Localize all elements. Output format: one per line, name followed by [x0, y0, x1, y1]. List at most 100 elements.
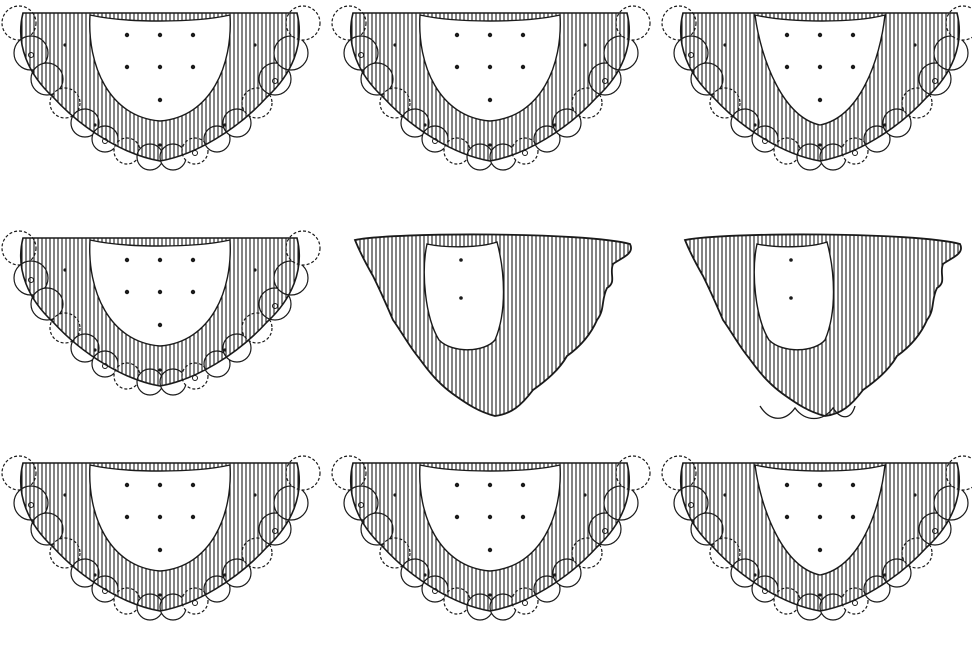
- palate-dot: [818, 548, 822, 552]
- palate-dot: [455, 483, 459, 487]
- palate-dot: [785, 515, 789, 519]
- palate-dot: [125, 65, 129, 69]
- hatch-dot: [488, 143, 491, 146]
- palate-dot: [455, 515, 459, 519]
- arch-panel-r3c3: [662, 456, 972, 620]
- palate-dot: [851, 483, 855, 487]
- palate-dot: [488, 483, 492, 487]
- hatch-dot: [93, 573, 96, 576]
- hatch-dot: [423, 123, 426, 126]
- palate-dot: [488, 65, 492, 69]
- palate-dot: [158, 33, 162, 37]
- palate-dot: [521, 515, 525, 519]
- hatch-dot: [883, 123, 886, 126]
- hatch-dot: [423, 573, 426, 576]
- arch-panel-r3c1: [2, 456, 320, 620]
- hatch-dot: [393, 43, 396, 46]
- palate-dot: [158, 548, 162, 552]
- palate-dot: [191, 290, 195, 294]
- palate-dot: [851, 65, 855, 69]
- hatch-dot: [488, 593, 491, 596]
- palate-dot: [521, 33, 525, 37]
- hatch-dot: [223, 123, 226, 126]
- hatch-dot: [553, 123, 556, 126]
- palate-dot: [191, 65, 195, 69]
- hatch-dot: [913, 493, 916, 496]
- palate-dot: [818, 65, 822, 69]
- hatch-dot: [93, 348, 96, 351]
- hatch-dot: [63, 268, 66, 271]
- palate-dot: [191, 258, 195, 262]
- hatch-dot: [93, 123, 96, 126]
- hatch-dot: [723, 43, 726, 46]
- palate-dot: [158, 65, 162, 69]
- hatch-dot: [393, 493, 396, 496]
- palate-dot: [191, 33, 195, 37]
- arch-panel-r3c2: [332, 456, 650, 620]
- palate-dot: [818, 33, 822, 37]
- palate-dot: [818, 515, 822, 519]
- hatch-dot: [253, 268, 256, 271]
- palate-dot: [785, 33, 789, 37]
- palate-dot: [851, 515, 855, 519]
- arch-panel-r2c3: [685, 234, 961, 418]
- palate-dot: [125, 290, 129, 294]
- hatch-dot: [253, 43, 256, 46]
- hatch-dot: [223, 348, 226, 351]
- hatch-dot: [913, 43, 916, 46]
- hatch-dot: [223, 573, 226, 576]
- palate-dot: [789, 296, 793, 300]
- hatch-dot: [753, 123, 756, 126]
- arch-panel-r2c1: [2, 231, 320, 395]
- hatch-dot: [63, 43, 66, 46]
- arch-panel-r1c2: [332, 6, 650, 170]
- palate-dot: [521, 483, 525, 487]
- hatch-dot: [753, 573, 756, 576]
- hatch-dot: [583, 43, 586, 46]
- palate-dot: [521, 65, 525, 69]
- palate-dot: [455, 65, 459, 69]
- palate-dot: [785, 65, 789, 69]
- palate-dot: [488, 548, 492, 552]
- palate-dot: [455, 33, 459, 37]
- hatch-dot: [723, 493, 726, 496]
- palate-dot: [818, 98, 822, 102]
- hatch-dot: [818, 593, 821, 596]
- hatch-dot: [63, 493, 66, 496]
- palate-dot: [125, 258, 129, 262]
- palate-dot: [125, 33, 129, 37]
- hatch-dot: [583, 493, 586, 496]
- hatch-dot: [818, 143, 821, 146]
- arch-panel-r1c3: [662, 6, 972, 170]
- arch-panel-r2c2: [355, 234, 631, 416]
- hatch-dot: [253, 493, 256, 496]
- palate-region: [424, 242, 503, 350]
- palate-dot: [488, 33, 492, 37]
- palate-dot: [158, 323, 162, 327]
- hatch-dot: [158, 368, 161, 371]
- palate-dot: [785, 483, 789, 487]
- palate-dot: [191, 515, 195, 519]
- palate-dot: [158, 515, 162, 519]
- palate-dot: [125, 515, 129, 519]
- palate-dot: [851, 33, 855, 37]
- palate-dot: [191, 483, 195, 487]
- hatch-dot: [883, 573, 886, 576]
- palate-dot: [158, 290, 162, 294]
- palate-dot: [789, 258, 793, 262]
- palate-dot: [818, 483, 822, 487]
- hatch-dot: [158, 593, 161, 596]
- palate-dot: [158, 98, 162, 102]
- palate-dot: [125, 483, 129, 487]
- arch-panel-r1c1: [2, 6, 320, 170]
- palate-dot: [459, 296, 463, 300]
- palate-dot: [459, 258, 463, 262]
- palate-region: [754, 242, 833, 350]
- hatch-dot: [158, 143, 161, 146]
- palate-dot: [488, 98, 492, 102]
- hatch-dot: [553, 573, 556, 576]
- palate-dot: [158, 483, 162, 487]
- palate-dot: [488, 515, 492, 519]
